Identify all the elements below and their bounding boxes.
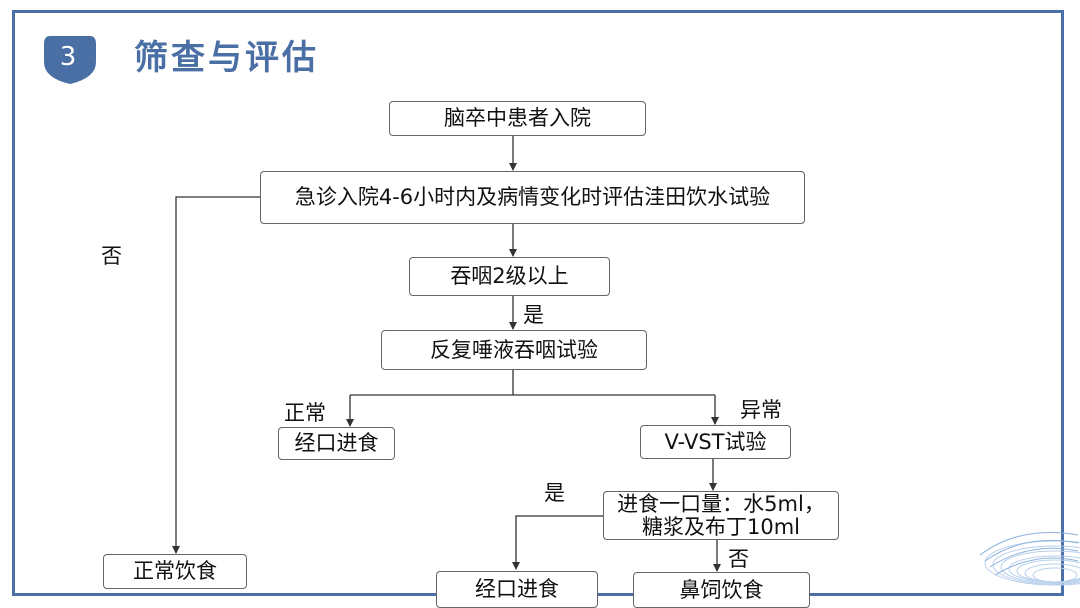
label-yes-lower: 是 — [544, 480, 565, 506]
label-abnormal: 异常 — [740, 397, 782, 423]
label-yes-middle: 是 — [523, 302, 544, 328]
node-tube-feeding: 鼻饲饮食 — [633, 572, 810, 608]
intake-volume-line2: 糖浆及布丁10ml — [642, 516, 800, 539]
node-vvst-test: V-VST试验 — [640, 425, 791, 459]
node-normal-diet: 正常饮食 — [103, 554, 247, 589]
intake-volume-line1: 进食一口量：水5ml， — [617, 493, 825, 516]
node-oral-feeding-lower: 经口进食 — [436, 571, 598, 608]
decorative-wave-graphic — [960, 495, 1080, 608]
label-normal: 正常 — [284, 400, 326, 426]
node-oral-feeding-upper: 经口进食 — [278, 427, 395, 460]
node-intake-volume: 进食一口量：水5ml， 糖浆及布丁10ml — [603, 491, 839, 540]
node-admission: 脑卒中患者入院 — [389, 101, 646, 136]
node-emergency-water-test: 急诊入院4-6小时内及病情变化时评估洼田饮水试验 — [260, 171, 805, 224]
label-no-lower: 否 — [728, 546, 749, 572]
label-no-left: 否 — [101, 243, 122, 269]
node-repeated-saliva-test: 反复唾液吞咽试验 — [381, 330, 647, 370]
node-swallow-grade: 吞咽2级以上 — [409, 257, 610, 296]
